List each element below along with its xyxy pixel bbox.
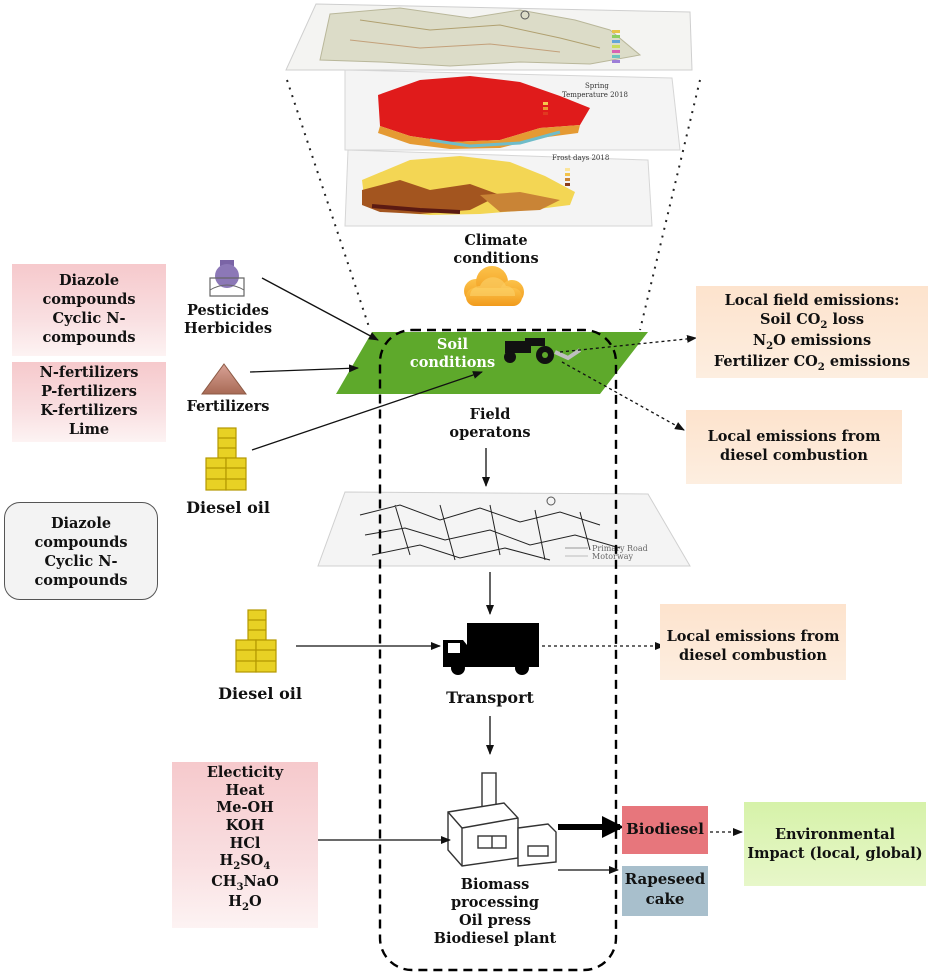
truck-icon <box>443 623 539 675</box>
transport-label: Transport <box>446 688 534 707</box>
diesel-barrels-icon-2 <box>235 609 277 673</box>
diesel-oil-label-2: Diesel oil <box>218 684 302 703</box>
fertilizer-cone-icon <box>201 363 247 395</box>
cloud-icon <box>464 266 524 306</box>
diesel-oil-label-1: Diesel oil <box>186 498 270 517</box>
frost-map: Frost days 2018 <box>344 149 653 227</box>
road-network-map: Primary Road Motorway <box>317 491 691 567</box>
temperature-map: Spring Temperature 2018 <box>344 69 681 151</box>
land-use-map <box>285 3 693 71</box>
road-legend-primary: Primary Road <box>592 544 648 553</box>
temperature-map-title-1: Spring <box>585 82 609 90</box>
biodiesel-box: Biodiesel <box>622 806 708 854</box>
arrow-fertilizers-to-soil <box>249 364 359 373</box>
land-use-legend <box>612 30 620 63</box>
process-boundary <box>378 328 618 972</box>
pesticide-canister-icon <box>209 260 245 297</box>
road-legend-motorway: Motorway <box>592 552 633 561</box>
soil-parallelogram <box>336 332 648 394</box>
arrow-pesticides-to-soil <box>261 277 379 341</box>
arrow-diesel-to-soil <box>251 371 483 451</box>
processing-inputs-box: Electicity Heat Me-OH KOH HCl H2SO4 CH3N… <box>172 762 318 928</box>
perspective-lines <box>286 79 701 331</box>
temperature-map-title-2: Temperature 2018 <box>562 91 628 99</box>
tractor-icon <box>504 338 582 364</box>
frost-map-title: Frost days 2018 <box>552 154 609 162</box>
arrow-soil-to-diesel-emissions <box>561 361 685 431</box>
fertilizers-label: Fertilizers <box>186 398 270 415</box>
diesel-barrels-icon-1 <box>205 427 247 491</box>
factory-icon <box>447 772 557 867</box>
arrow-soil-to-field-emissions <box>559 334 697 353</box>
local-field-emissions-box: Local field emissions: Soil CO2 loss N2O… <box>696 286 928 378</box>
